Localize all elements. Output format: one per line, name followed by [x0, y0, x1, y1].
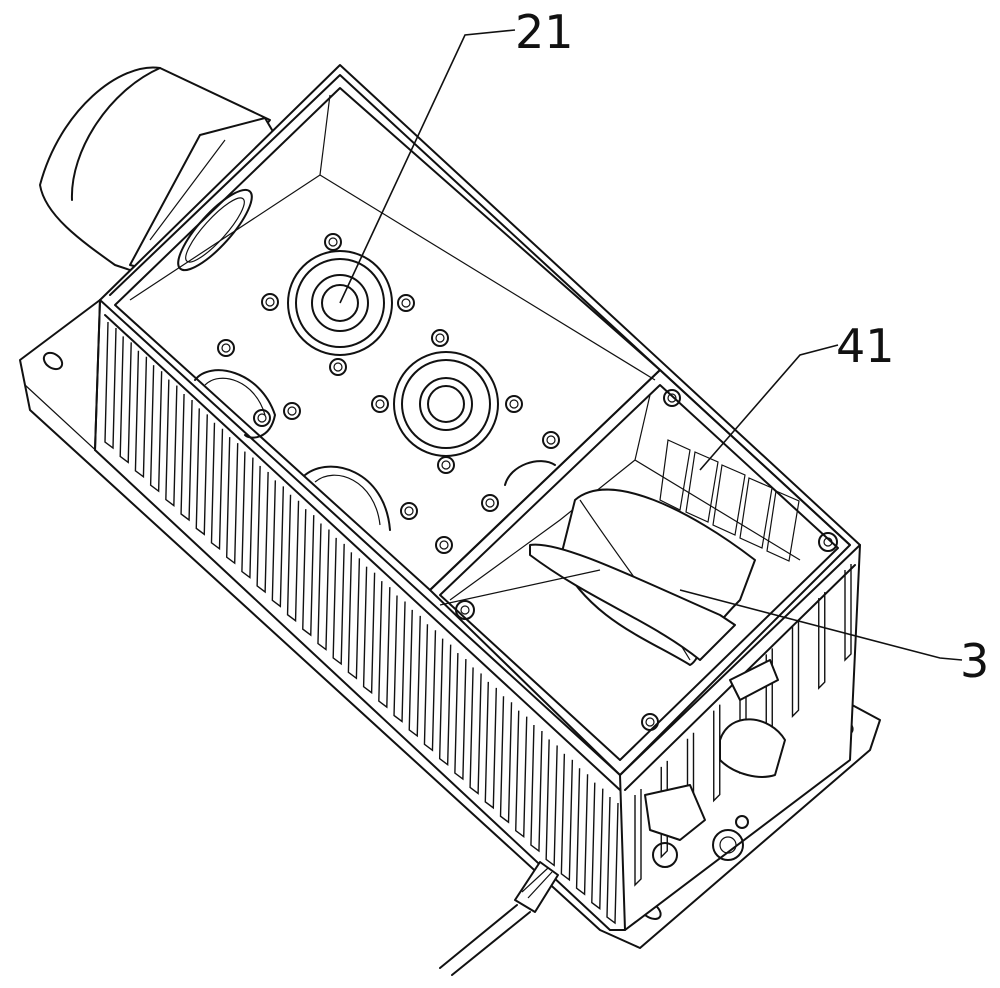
- housing: [95, 65, 860, 930]
- ref-label-21: 21: [515, 5, 574, 59]
- ref-label-41: 41: [836, 319, 895, 373]
- ref-label-3: 3: [960, 634, 989, 688]
- cable: [440, 862, 558, 975]
